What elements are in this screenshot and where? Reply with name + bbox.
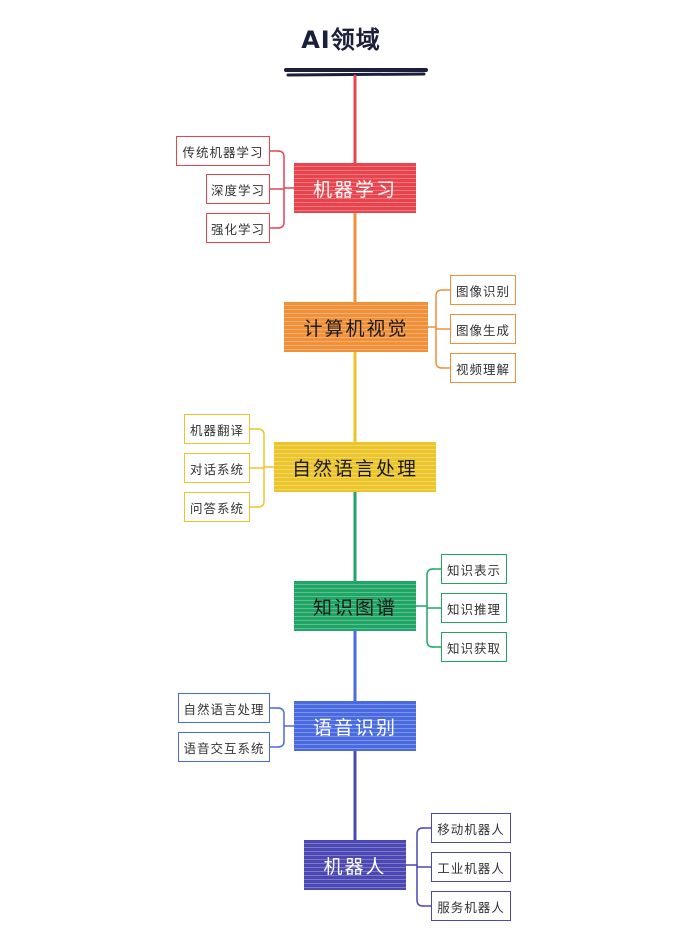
subtopic-node: 强化学习 xyxy=(206,213,270,243)
topic-label: 机器人 xyxy=(323,855,387,878)
subtopic-label: 知识推理 xyxy=(446,601,501,617)
subtopic-node: 传统机器学习 xyxy=(176,136,270,166)
subtopic-label: 问答系统 xyxy=(189,500,244,516)
subtopic-node: 知识表示 xyxy=(441,554,507,584)
subtopic-label: 语音交互系统 xyxy=(183,740,265,756)
subtopic-label: 对话系统 xyxy=(189,461,244,477)
subtopic-label: 自然语言处理 xyxy=(183,701,265,717)
topic-node-5: 语音识别 xyxy=(294,701,416,751)
topic-node-6: 机器人 xyxy=(304,840,406,890)
subtopic-node: 自然语言处理 xyxy=(178,693,270,723)
subtopic-label: 工业机器人 xyxy=(437,860,505,876)
subtopic-label: 机器翻译 xyxy=(189,422,244,438)
subtopic-label: 图像生成 xyxy=(455,322,510,338)
subtopic-label: 强化学习 xyxy=(210,221,265,237)
subtopic-node: 问答系统 xyxy=(184,492,250,522)
subtopic-label: 移动机器人 xyxy=(437,821,505,837)
title-underline-2 xyxy=(286,72,426,77)
branch-trunk xyxy=(277,707,285,748)
subtopic-node: 知识推理 xyxy=(441,593,507,623)
subtopic-node: 移动机器人 xyxy=(431,813,511,843)
subtopic-node: 视频理解 xyxy=(450,353,516,383)
subtopic-label: 知识获取 xyxy=(446,640,501,656)
subtopic-node: 语音交互系统 xyxy=(178,732,270,762)
subtopic-label: 深度学习 xyxy=(210,182,265,198)
subtopic-node: 对话系统 xyxy=(184,453,250,483)
topic-label: 机器学习 xyxy=(312,178,397,201)
subtopic-label: 图像识别 xyxy=(455,283,510,299)
diagram-title: AI领域 xyxy=(301,26,381,54)
topic-node-1: 机器学习 xyxy=(294,163,416,213)
subtopic-label: 视频理解 xyxy=(455,361,510,377)
topic-node-2: 计算机视觉 xyxy=(284,302,428,352)
subtopic-label: 传统机器学习 xyxy=(182,144,264,160)
subtopic-node: 图像识别 xyxy=(450,275,516,305)
subtopic-node: 图像生成 xyxy=(450,314,516,344)
subtopic-node: 机器翻译 xyxy=(184,414,250,444)
topic-label: 自然语言处理 xyxy=(291,457,418,480)
subtopic-label: 知识表示 xyxy=(446,562,501,578)
topic-label: 语音识别 xyxy=(312,716,397,739)
subtopic-node: 知识获取 xyxy=(441,632,507,662)
subtopic-node: 深度学习 xyxy=(206,174,270,204)
topic-label: 计算机视觉 xyxy=(303,317,409,340)
subtopic-label: 服务机器人 xyxy=(437,899,505,915)
subtopic-node: 服务机器人 xyxy=(431,891,511,921)
topic-label: 知识图谱 xyxy=(312,596,397,619)
subtopic-node: 工业机器人 xyxy=(431,852,511,882)
topic-node-4: 知识图谱 xyxy=(294,581,416,631)
topic-node-3: 自然语言处理 xyxy=(274,442,436,492)
